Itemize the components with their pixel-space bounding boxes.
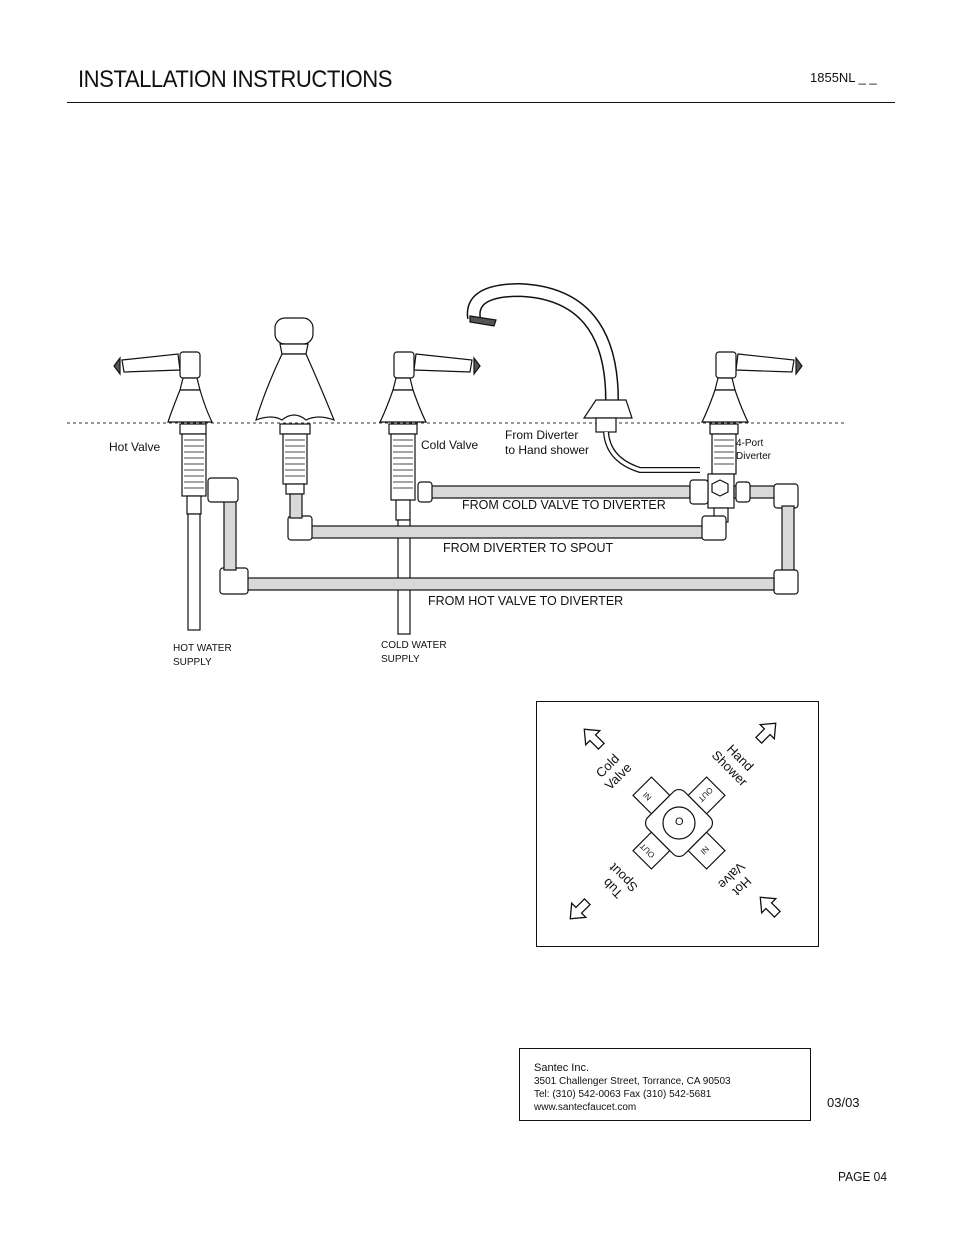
page-number: PAGE 04 <box>838 1169 887 1184</box>
company-name: Santec Inc. <box>534 1062 590 1074</box>
hand-shower-drawing <box>466 282 700 473</box>
center-label: O <box>675 816 684 828</box>
diverter-valve-drawing <box>701 351 803 523</box>
model-number: 1855NL _ _ <box>810 70 877 85</box>
cold-valve-label: Cold Valve <box>421 438 479 452</box>
cold-valve-drawing <box>379 351 481 635</box>
hot-valve-label: Hot Valve <box>109 440 161 454</box>
diverter-port-diagram: IN OUT OUT IN O Cold Valve Hand Shower T… <box>536 701 819 947</box>
port-cross-drawing <box>569 722 781 920</box>
pipe-cold-to-diverter-label: FROM COLD VALVE TO DIVERTER <box>462 498 666 512</box>
cold-water-supply-label: COLD WATER SUPPLY <box>381 640 447 665</box>
pipe-diverter-to-spout <box>295 525 707 539</box>
company-website: www.santecfaucet.com <box>534 1102 637 1113</box>
company-address: 3501 Challenger Street, Torrance, CA 905… <box>534 1076 731 1087</box>
pipes <box>207 477 799 595</box>
hot-water-supply-label: HOT WATER SUPPLY <box>173 643 232 668</box>
header-rule <box>67 102 895 103</box>
hot-valve-drawing <box>113 351 213 631</box>
spout-body-drawing <box>255 317 336 495</box>
pipe-cold-to-diverter <box>419 485 691 499</box>
diverter-label: 4-Port Diverter <box>736 438 772 462</box>
company-phone: Tel: (310) 542-0063 Fax (310) 542-5681 <box>534 1089 712 1100</box>
pipe-hot-to-diverter-label: FROM HOT VALVE TO DIVERTER <box>428 594 624 608</box>
pipe-diverter-to-spout-label: FROM DIVERTER TO SPOUT <box>443 541 614 555</box>
contact-info-box: Santec Inc. 3501 Challenger Street, Torr… <box>519 1048 811 1121</box>
installation-diagram <box>67 282 845 635</box>
page-title: INSTALLATION INSTRUCTIONS <box>78 66 393 93</box>
from-diverter-label: From Diverter to Hand shower <box>505 428 590 457</box>
revision-date: 03/03 <box>827 1095 860 1110</box>
pipe-hot-to-diverter <box>245 577 775 591</box>
